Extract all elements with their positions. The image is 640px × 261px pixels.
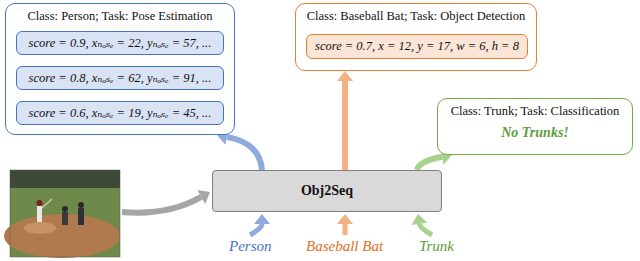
arrow-shaft <box>419 224 432 235</box>
arrow-shaft <box>122 197 201 213</box>
arrow-shaft <box>250 224 262 235</box>
photo-umpire-head <box>78 202 84 208</box>
arrow-head <box>254 214 270 224</box>
output-arrow <box>337 71 353 170</box>
result-box: score = 0.9, xₙₒₛₑ = 22, yₙₒₛₑ = 57, ... <box>16 31 224 55</box>
photo-catcher-head <box>62 206 68 212</box>
arrow-shaft <box>342 81 348 170</box>
arrow-head <box>197 190 210 204</box>
query-label: Baseball Bat <box>306 238 383 255</box>
arrow-shaft <box>343 224 348 235</box>
node-text: Obj2Seq <box>301 183 353 199</box>
result-box: score = 0.6, xₙₒₛₑ = 19, yₙₒₛₑ = 45, ... <box>16 101 224 125</box>
photo-batter-head <box>37 200 43 206</box>
photo-batter <box>37 206 42 222</box>
task-panel: Class: Baseball Bat; Task: Object Detect… <box>295 3 537 71</box>
arrow-head <box>337 71 353 81</box>
photo-catcher <box>62 212 68 225</box>
node-text: Class: Trunk; Task: Classification <box>451 104 620 119</box>
query-arrow <box>411 214 432 235</box>
photo-frame <box>10 170 120 257</box>
input-arrow <box>122 190 210 213</box>
query-label: Trunk <box>419 238 454 255</box>
arrow-head <box>411 214 427 225</box>
node-text: Class: Person; Task: Pose Estimation <box>27 9 212 24</box>
photo-plate-area <box>24 222 56 234</box>
query-label: Person <box>229 238 272 255</box>
result-box: score = 0.7, x = 12, y = 17, w = 6, h = … <box>306 34 528 59</box>
query-arrow <box>250 214 270 235</box>
node-text: score = 0.9, xₙₒₛₑ = 22, yₙₒₛₑ = 57, ... <box>29 35 212 51</box>
task-panel: Class: Trunk; Task: Classification No Tru… <box>437 98 633 155</box>
photo-umpire <box>78 208 84 225</box>
arrow-shaft <box>417 157 442 170</box>
arrow-shaft <box>227 137 262 170</box>
photo-stands <box>10 170 120 188</box>
node-note: No Trunks! <box>501 125 569 141</box>
node-text: score = 0.7, x = 12, y = 17, w = 6, h = … <box>315 39 519 54</box>
result-box: score = 0.8, xₙₒₛₑ = 62, yₙₒₛₑ = 91, ... <box>16 66 224 90</box>
model-box: Obj2Seq <box>212 170 442 212</box>
photo-bat <box>42 199 52 208</box>
node-text: score = 0.8, xₙₒₛₑ = 62, yₙₒₛₑ = 91, ... <box>29 70 212 86</box>
output-arrow <box>217 129 262 170</box>
query-arrow <box>337 214 353 235</box>
arrow-head <box>337 214 353 224</box>
node-text: Class: Baseball Bat; Task: Object Detect… <box>307 9 526 24</box>
node-text: score = 0.6, xₙₒₛₑ = 19, yₙₒₛₑ = 45, ... <box>29 105 212 121</box>
task-panel: Class: Person; Task: Pose Estimation scor… <box>5 3 235 135</box>
